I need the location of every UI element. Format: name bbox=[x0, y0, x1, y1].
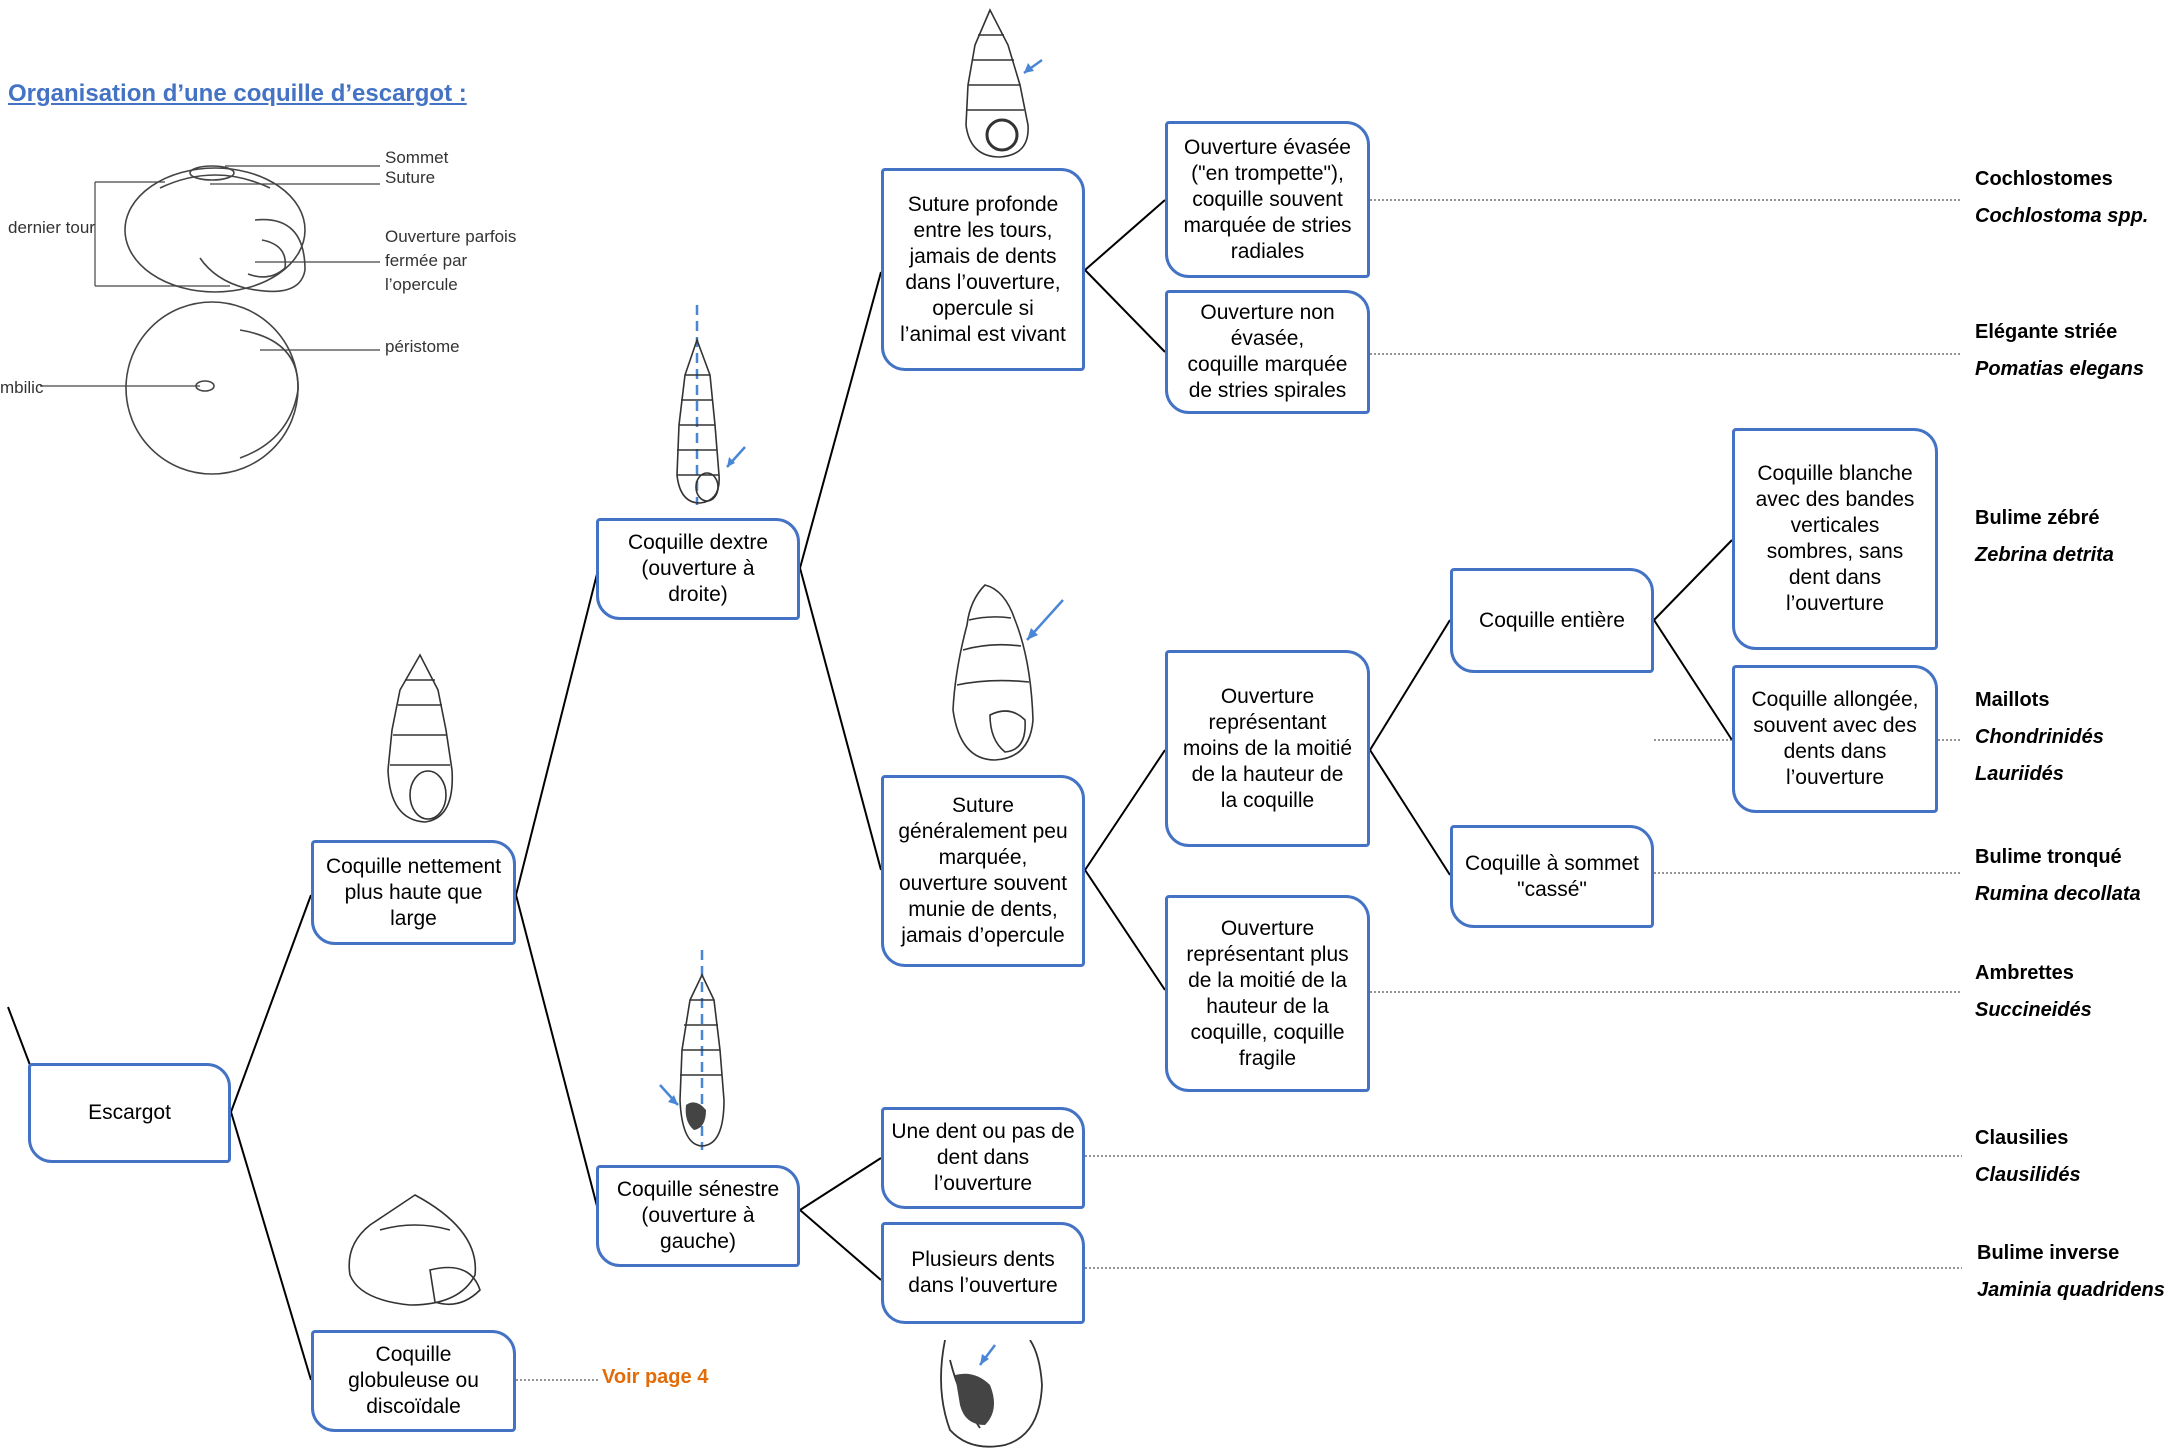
node-coquille-globuleuse: Coquille globuleuse ou discoïdale bbox=[311, 1330, 516, 1432]
label-sommet: Sommet bbox=[385, 148, 449, 167]
node-coquille-haute: Coquille nettement plus haute que large bbox=[311, 840, 516, 945]
tall-shell-illustration bbox=[387, 653, 454, 823]
result-common-name: Bulime zébré bbox=[1975, 507, 2100, 529]
result-bulime-tronque: Bulime tronqué Rumina decollata bbox=[1975, 839, 2141, 913]
result-cochlostomes: Cochlostomes Cochlostoma spp. bbox=[1975, 161, 2148, 235]
label-ombilic: mbilic bbox=[0, 378, 44, 397]
label-peristome: péristome bbox=[385, 337, 460, 356]
result-common-name: Cochlostomes bbox=[1975, 168, 2113, 190]
label-ouverture: Ouverture parfois fermée par l’opercule bbox=[385, 227, 517, 294]
node-plusieurs-dents: Plusieurs dents dans l’ouverture bbox=[881, 1222, 1085, 1324]
result-bulime-zebre: Bulime zébré Zebrina detrita bbox=[1975, 500, 2114, 574]
voir-page-link[interactable]: Voir page 4 bbox=[602, 1366, 709, 1388]
shell-anatomy-illustration bbox=[40, 165, 380, 475]
label-suture: Suture bbox=[385, 168, 436, 187]
node-escargot: Escargot bbox=[28, 1063, 231, 1163]
result-species: Lauriidés bbox=[1975, 763, 2064, 785]
result-species: Zebrina detrita bbox=[1975, 544, 2114, 566]
label-dernier-tour: dernier tour bbox=[8, 218, 95, 237]
node-coquille-entiere: Coquille entière bbox=[1450, 568, 1654, 673]
node-ouverture-moins-moitie: Ouverture représentant moins de la moiti… bbox=[1165, 650, 1370, 847]
node-sommet-casse: Coquille à sommet "cassé" bbox=[1450, 825, 1654, 928]
node-ouverture-plus-moitie: Ouverture représentant plus de la moitié… bbox=[1165, 895, 1370, 1092]
dextral-shell-illustration bbox=[676, 305, 746, 505]
node-ouverture-non-evasee: Ouverture non évasée, coquille marquée d… bbox=[1165, 290, 1370, 414]
node-coquille-allongee: Coquille allongée, souvent avec des dent… bbox=[1732, 665, 1938, 813]
result-species: Pomatias elegans bbox=[1975, 358, 2144, 380]
node-suture-profonde: Suture profonde entre les tours, jamais … bbox=[881, 168, 1085, 371]
node-ouverture-evasee: Ouverture évasée ("en trompette"), coqui… bbox=[1165, 121, 1370, 278]
result-clausilies: Clausilies Clausilidés bbox=[1975, 1120, 2081, 1194]
result-species: Cochlostoma spp. bbox=[1975, 205, 2149, 227]
result-common-name: Maillots bbox=[1975, 689, 2050, 711]
result-common-name: Bulime inverse bbox=[1977, 1242, 2120, 1264]
result-bulime-inverse: Bulime inverse Jaminia quadridens bbox=[1977, 1235, 2165, 1309]
result-species: Rumina decollata bbox=[1975, 883, 2141, 905]
jaminia-aperture-illustration bbox=[940, 1340, 1043, 1448]
result-common-name: Elégante striée bbox=[1975, 321, 2118, 343]
node-coquille-blanche: Coquille blanche avec des bandes vertica… bbox=[1732, 428, 1938, 650]
result-ambrettes: Ambrettes Succineidés bbox=[1975, 955, 2092, 1029]
result-species: Chondrinidés bbox=[1975, 726, 2104, 748]
result-species: Clausilidés bbox=[1975, 1164, 2081, 1186]
node-une-dent: Une dent ou pas de dent dans l’ouverture bbox=[881, 1107, 1085, 1209]
node-coquille-senestre: Coquille sénestre (ouverture à gauche) bbox=[596, 1165, 800, 1267]
diagram-title: Organisation d’une coquille d’escargot : bbox=[8, 80, 467, 107]
globular-shell-illustration bbox=[348, 1194, 481, 1306]
result-species: Jaminia quadridens bbox=[1977, 1279, 2165, 1301]
result-species: Succineidés bbox=[1975, 999, 2092, 1021]
sinistral-shell-illustration bbox=[659, 950, 725, 1150]
node-coquille-dextre: Coquille dextre (ouverture à droite) bbox=[596, 518, 800, 620]
pupa-shell-illustration bbox=[952, 584, 1064, 761]
result-maillots: Maillots Chondrinidés Lauriidés bbox=[1975, 682, 2104, 793]
result-common-name: Ambrettes bbox=[1975, 962, 2074, 984]
result-elegante-striee: Elégante striée Pomatias elegans bbox=[1975, 314, 2144, 388]
result-common-name: Clausilies bbox=[1975, 1127, 2069, 1149]
cochlostoma-shell-illustration bbox=[965, 8, 1043, 158]
node-suture-peu-marquee: Suture généralement peu marquée, ouvertu… bbox=[881, 775, 1085, 967]
result-common-name: Bulime tronqué bbox=[1975, 846, 2122, 868]
